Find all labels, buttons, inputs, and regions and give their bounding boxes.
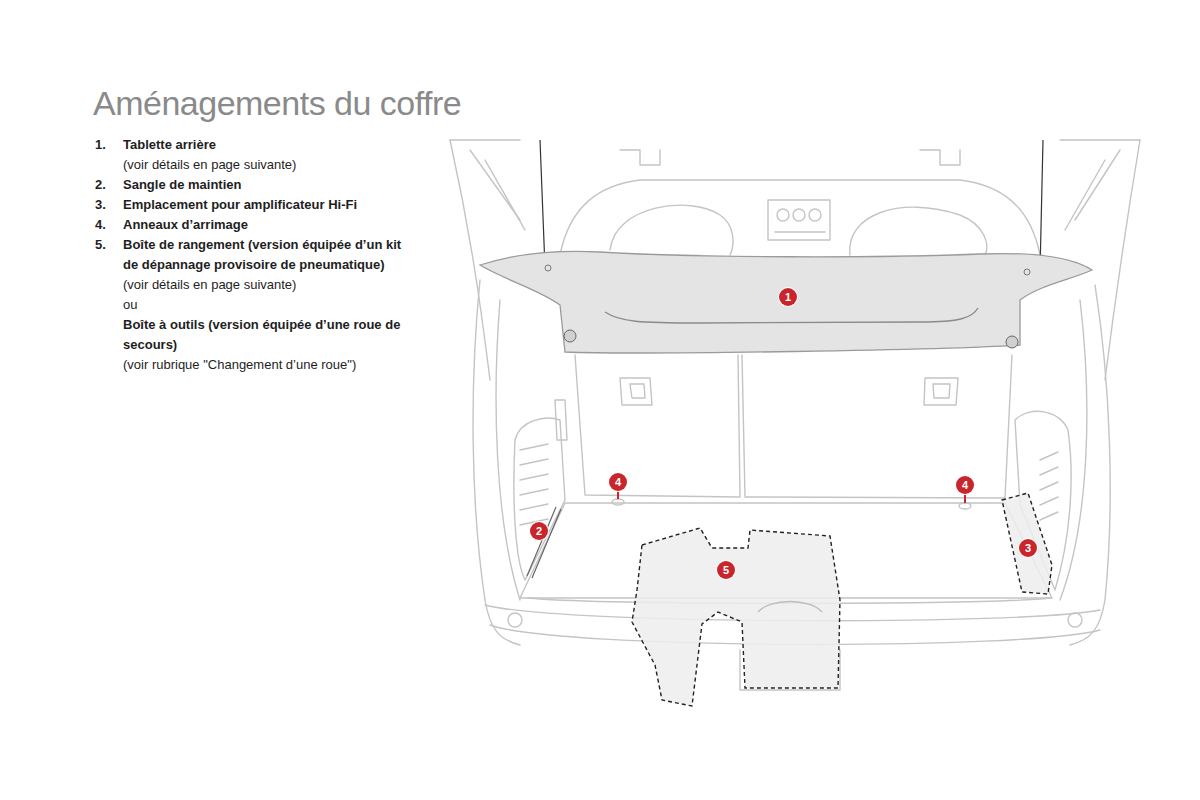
callout-number: 3: [1019, 539, 1037, 557]
list-text: Anneaux d’arrimage: [123, 215, 413, 235]
list-number: 2.: [95, 175, 119, 195]
list-text: (voir détails en page suivante): [123, 275, 413, 295]
list-text: Tablette arrière: [123, 135, 413, 155]
callout-text: 1: [785, 292, 791, 303]
list-number: 4.: [95, 215, 119, 235]
callout-number: 5: [717, 561, 735, 579]
list-text: Sangle de maintien: [123, 175, 413, 195]
page-title: Aménagements du coffre: [93, 84, 461, 123]
callout-number: 2: [530, 522, 548, 540]
list-text: Boîte à outils (version équipée d’une ro…: [123, 315, 413, 355]
list-text: ou: [123, 295, 413, 315]
callout-text: 4: [962, 480, 968, 491]
list-text: Emplacement pour amplificateur Hi-Fi: [123, 195, 423, 215]
list-text: (voir détails en page suivante): [123, 155, 413, 175]
callout-text: 4: [615, 477, 621, 488]
list-text: (voir rubrique "Changement d’une roue"): [123, 355, 423, 375]
list-number: 3.: [95, 195, 119, 215]
callout-text: 2: [536, 526, 542, 537]
callout-text: 3: [1025, 543, 1031, 554]
callout-number: 4: [956, 476, 974, 494]
list-number: 1.: [95, 135, 119, 155]
list-text: Boîte de rangement (version équipée d’un…: [123, 235, 413, 275]
list-number: 5.: [95, 235, 119, 255]
callout-number: 4: [609, 473, 627, 491]
callout-number: 1: [779, 288, 797, 306]
callout-text: 5: [723, 565, 729, 576]
